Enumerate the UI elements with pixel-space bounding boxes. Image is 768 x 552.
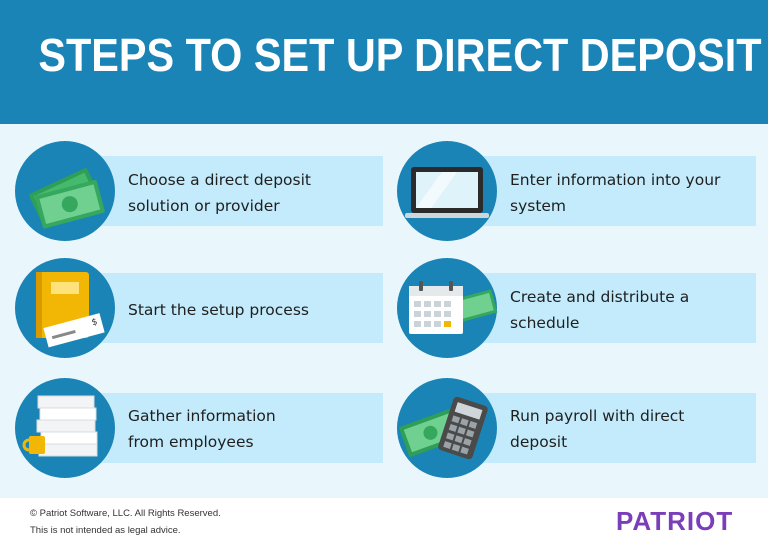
step-circle-2	[397, 141, 497, 241]
footer	[0, 498, 768, 552]
notebook-check-icon: $	[36, 272, 105, 348]
step-label-6: Run payroll with direct deposit	[510, 407, 685, 451]
svg-text:$: $	[91, 317, 99, 328]
money-icon	[29, 168, 105, 229]
step-circle-4	[397, 258, 498, 358]
disclaimer-text: This is not intended as legal advice.	[30, 525, 181, 536]
calculator-money-icon	[398, 396, 488, 460]
page-title: STEPS TO SET UP DIRECT DEPOSIT	[38, 29, 762, 81]
step-circle-3: $	[15, 258, 115, 358]
step-bar-3	[100, 273, 383, 343]
step-label-4: Create and distribute a schedule	[510, 288, 690, 332]
step-circle-5	[15, 378, 115, 478]
step-label-2: Enter information into your system	[510, 171, 721, 215]
paper-stack-mug-icon	[22, 395, 98, 457]
copyright-text: © Patriot Software, LLC. All Rights Rese…	[30, 508, 221, 519]
step-label-1: Choose a direct deposit solution or prov…	[128, 171, 311, 215]
patriot-logo: PATRIOT	[616, 506, 734, 536]
step-circle-1	[15, 141, 115, 241]
step-bar-5	[100, 393, 383, 463]
laptop-icon	[405, 167, 489, 218]
step-bar-4	[483, 273, 756, 343]
step-circle-6	[397, 378, 497, 478]
step-bar-2	[483, 156, 756, 226]
calendar-icon	[409, 281, 498, 334]
header-banner: STEPS TO SET UP DIRECT DEPOSIT	[0, 0, 768, 124]
step-label-5: Gather information from employees	[128, 407, 276, 451]
step-bar-1	[100, 156, 383, 226]
step-label-3: Start the setup process	[128, 301, 309, 319]
step-bar-6	[483, 393, 756, 463]
